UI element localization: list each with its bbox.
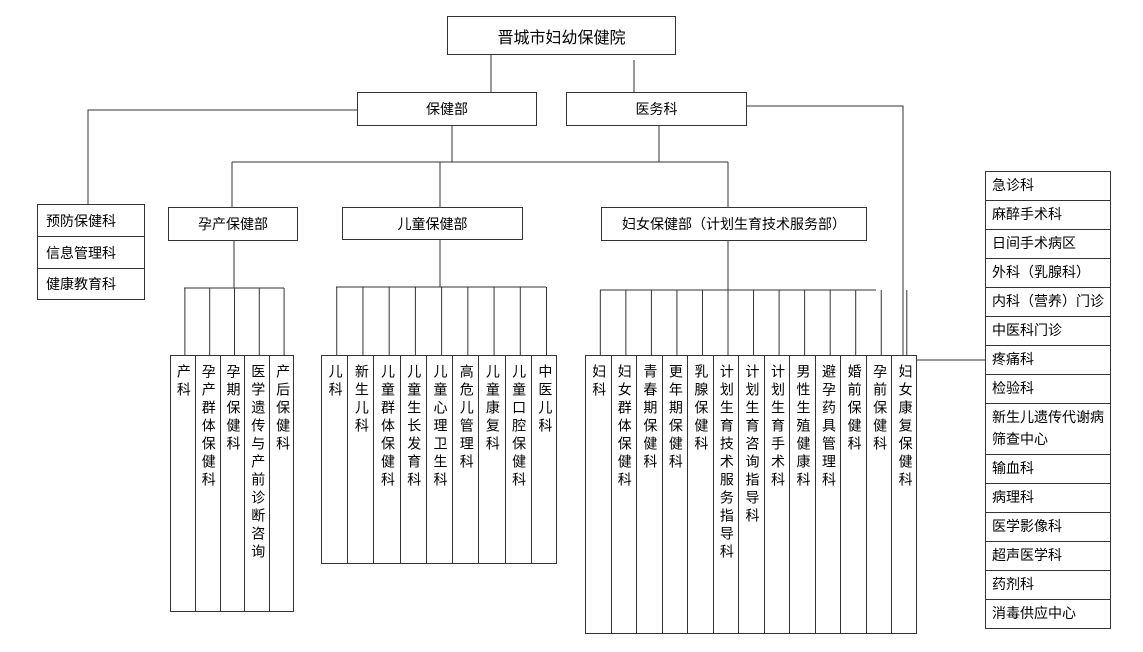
ertong-column: 儿科 — [321, 356, 347, 563]
right-list-item: 输血科 — [985, 454, 1111, 483]
right-list-item: 急诊科 — [985, 171, 1111, 200]
funv-column: 计划生育咨询指导科 — [738, 356, 764, 633]
root-node: 晋城市妇幼保健院 — [447, 16, 676, 55]
funv-column: 青春期保健科 — [636, 356, 662, 633]
funv-column: 妇女群体保健科 — [610, 356, 637, 633]
yiwu-node: 医务科 — [566, 92, 747, 126]
funv-node: 妇女保健部（计划生育技术服务部） — [601, 207, 867, 241]
ertong-column: 中医儿科 — [530, 356, 557, 563]
right-list-item: 麻醉手术科 — [985, 200, 1111, 229]
right-list-item: 疼痛科 — [985, 345, 1111, 374]
ertong-column: 儿童康复科 — [478, 356, 504, 563]
yunchan-columns: 产科孕产群体保健科孕期保健科医学遗传与产前诊断咨询产后保健科 — [170, 355, 294, 612]
right-list-item: 新生儿遗传代谢病筛查中心 — [985, 403, 1111, 454]
ertong-column: 儿童群体保健科 — [373, 356, 399, 563]
right-list-item: 中医科门诊 — [985, 316, 1111, 345]
funv-column: 男性生殖健康科 — [789, 356, 815, 633]
funv-column: 婚前保健科 — [840, 356, 866, 633]
ertong-columns: 儿科新生儿科儿童群体保健科儿童生长发育科儿童心理卫生科高危儿管理科儿童康复科儿童… — [321, 355, 557, 564]
funv-column: 妇科 — [585, 356, 611, 633]
right-list-item: 内科（营养）门诊 — [985, 287, 1111, 316]
right-list-item: 医学影像科 — [985, 512, 1111, 541]
left-item: 预防保健科 — [37, 204, 145, 236]
right-list-item: 消毒供应中心 — [985, 599, 1111, 629]
funv-columns: 妇科妇女群体保健科青春期保健科更年期保健科乳腺保健科计划生育技术服务指导科计划生… — [585, 355, 917, 634]
funv-column: 妇女康复保健科 — [891, 356, 917, 633]
yunchan-column: 孕产群体保健科 — [194, 356, 220, 611]
left-item: 健康教育科 — [37, 268, 145, 300]
funv-column: 更年期保健科 — [661, 356, 688, 633]
left-item: 信息管理科 — [37, 236, 145, 268]
funv-column: 避孕药具管理科 — [814, 356, 841, 633]
right-list-item: 外科（乳腺科） — [985, 258, 1111, 287]
yunchan-column: 产科 — [170, 356, 195, 611]
right-list-item: 日间手术病区 — [985, 229, 1111, 258]
yunchan-column: 医学遗传与产前诊断咨询 — [244, 356, 269, 611]
ertong-column: 儿童心理卫生科 — [425, 356, 452, 563]
yunchan-node: 孕产保健部 — [168, 207, 298, 241]
left-stack: 预防保健科 信息管理科 健康教育科 — [37, 204, 145, 300]
right-list-item: 病理科 — [985, 483, 1111, 512]
yunchan-column: 产后保健科 — [269, 356, 294, 611]
ertong-column: 高危儿管理科 — [452, 356, 478, 563]
baojian-node: 保健部 — [357, 92, 537, 126]
right-list: 急诊科麻醉手术科日间手术病区外科（乳腺科）内科（营养）门诊中医科门诊疼痛科检验科… — [985, 171, 1111, 629]
right-list-item: 超声医学科 — [985, 541, 1111, 570]
funv-column: 乳腺保健科 — [687, 356, 713, 633]
funv-column: 孕前保健科 — [865, 356, 892, 633]
right-list-item: 药剂科 — [985, 570, 1111, 599]
yunchan-column: 孕期保健科 — [219, 356, 245, 611]
ertong-node: 儿童保健部 — [342, 207, 523, 240]
ertong-column: 儿童生长发育科 — [399, 356, 426, 563]
funv-column: 计划生育手术科 — [763, 356, 790, 633]
right-list-item: 检验科 — [985, 374, 1111, 403]
ertong-column: 儿童口腔保健科 — [504, 356, 531, 563]
ertong-column: 新生儿科 — [347, 356, 373, 563]
funv-column: 计划生育技术服务指导科 — [712, 356, 739, 633]
